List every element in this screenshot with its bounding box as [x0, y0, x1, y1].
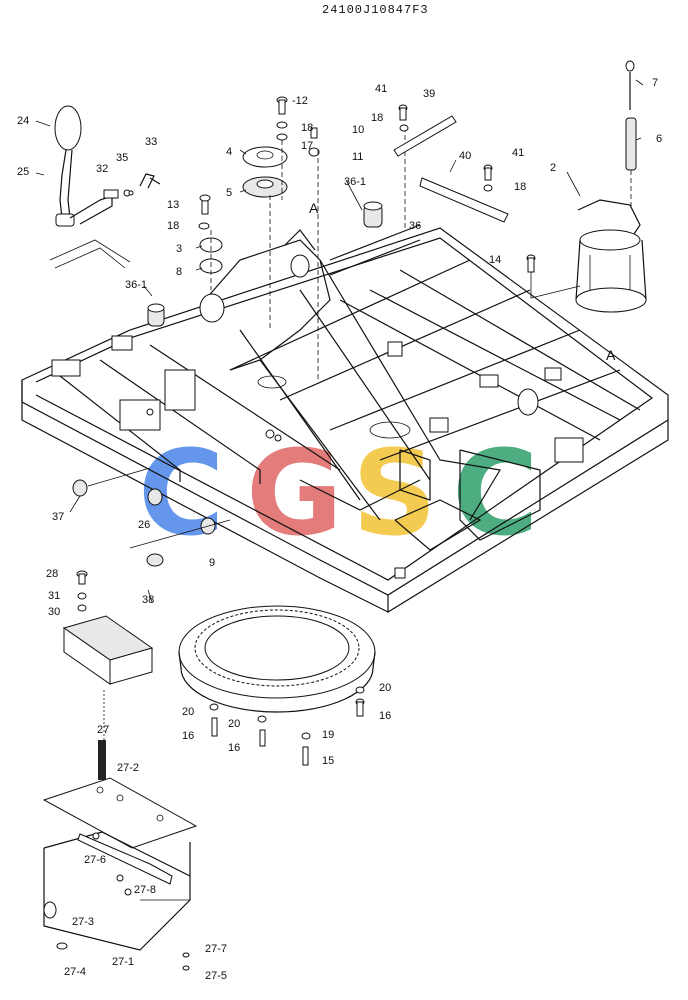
callout-39: 39	[423, 88, 435, 100]
callout-26: 26	[138, 519, 150, 531]
callout-5: 5	[226, 187, 232, 199]
view-a-label-detail: A	[606, 347, 616, 363]
callout-32: 32	[96, 163, 108, 175]
callout-10: 10	[352, 124, 364, 136]
callout-3: 3	[176, 243, 182, 255]
callout-18-b: 18	[371, 112, 383, 124]
callout-35: 35	[116, 152, 128, 164]
callout-28: 28	[46, 568, 58, 580]
ring-bolts	[209, 686, 365, 766]
callout-27: 27	[97, 724, 109, 736]
callout-labels: 24 25 32 35 33 -12 18 17 4 5 10 11 41 18…	[17, 77, 662, 982]
callout-41-a: 41	[375, 83, 387, 95]
callout-14: 14	[489, 254, 501, 266]
callout-18-a: 18	[301, 122, 313, 134]
callout-18-d: 18	[167, 220, 179, 232]
counterweight-block	[62, 615, 154, 780]
callout-11: 11	[352, 151, 363, 163]
callout-20-right: 20	[379, 682, 391, 694]
callout-15: 15	[322, 755, 334, 767]
leader-lines	[35, 79, 644, 603]
callout-36: 36	[409, 220, 421, 232]
callout-20-mid: 20	[228, 718, 240, 730]
callout-17: 17	[301, 140, 313, 152]
view-a-label-top: A	[309, 200, 319, 216]
rods	[393, 104, 509, 223]
watermark-letter-4: C	[452, 424, 539, 562]
callout-12: -12	[292, 95, 308, 107]
lever-assembly	[49, 105, 161, 269]
callout-27-3: 27-3	[72, 916, 94, 928]
callout-33: 33	[145, 136, 157, 148]
callout-4: 4	[226, 146, 232, 158]
callout-27-5: 27-5	[205, 970, 227, 982]
callout-38: 38	[142, 594, 154, 606]
callout-7: 7	[652, 77, 658, 89]
washers-stack	[198, 146, 288, 330]
watermark: C G S C	[138, 424, 539, 562]
bushing-parts	[147, 130, 421, 327]
callout-27-6: 27-6	[84, 854, 106, 866]
callout-13: 13	[167, 199, 179, 211]
callout-40: 40	[459, 150, 471, 162]
callout-16-right: 16	[379, 710, 391, 722]
callout-16-left: 16	[182, 730, 194, 742]
callout-2: 2	[550, 162, 556, 174]
watermark-letter-2: G	[246, 424, 343, 562]
callout-9: 9	[209, 557, 215, 569]
callout-27-8: 27-8	[134, 884, 156, 896]
callout-27-1: 27-1	[112, 956, 134, 968]
upper-frame	[21, 227, 669, 614]
lower-left-small-parts	[72, 467, 231, 567]
callout-25: 25	[17, 166, 29, 178]
callout-8: 8	[176, 266, 182, 278]
callout-41-b: 41	[512, 147, 524, 159]
bolt-28-set	[76, 570, 88, 612]
callout-27-7: 27-7	[205, 943, 227, 955]
callout-19: 19	[322, 729, 334, 741]
drawing-number: 24100J10847F3	[322, 3, 429, 17]
callout-31: 31	[48, 590, 60, 602]
callout-30: 30	[48, 606, 60, 618]
callout-37: 37	[52, 511, 64, 523]
bolt-12-set	[276, 96, 320, 380]
callout-27-4: 27-4	[64, 966, 86, 978]
callout-27-2: 27-2	[117, 762, 139, 774]
lower-box-assembly	[42, 777, 198, 971]
callout-36-1-top: 36-1	[344, 176, 366, 188]
callout-16-mid: 16	[228, 742, 240, 754]
callout-36-1-left: 36-1	[125, 279, 147, 291]
callout-24: 24	[17, 115, 29, 127]
swing-motor-parts	[526, 60, 647, 313]
callout-20-left: 20	[182, 706, 194, 718]
callout-18-c: 18	[514, 181, 526, 193]
callout-6: 6	[656, 133, 662, 145]
swing-bearing	[178, 605, 376, 713]
